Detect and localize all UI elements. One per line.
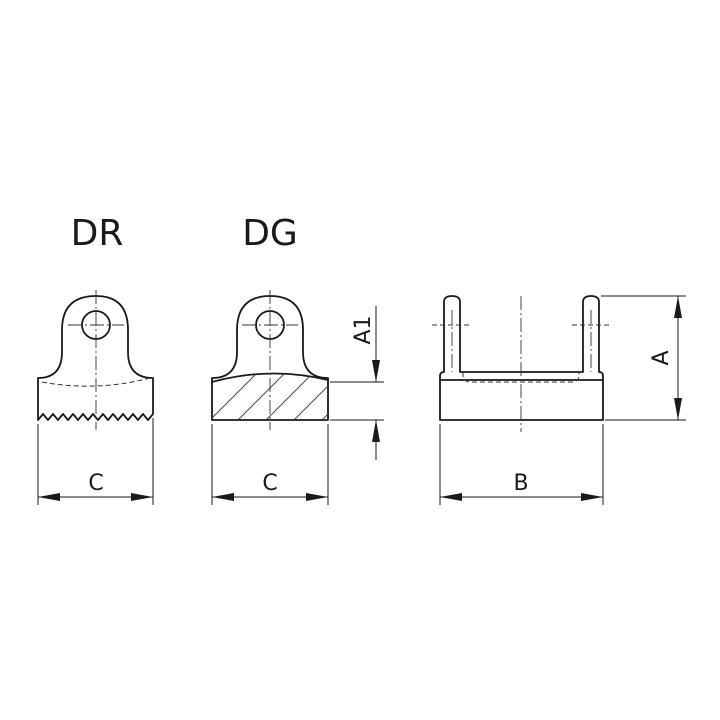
- dimension-b: B: [439, 424, 604, 505]
- u-outline: [439, 295, 604, 421]
- dr-dimension-c: C: [37, 418, 154, 505]
- dim-label-b: B: [513, 471, 528, 496]
- title-dg: DG: [242, 213, 298, 254]
- title-dr: DR: [71, 213, 124, 254]
- dim-label-a1: A1: [351, 315, 376, 344]
- dg-dimension-c: C: [211, 424, 329, 505]
- dimension-a: A: [601, 295, 686, 421]
- u-part-side-view: [432, 295, 612, 432]
- u-hidden-line: [462, 372, 580, 383]
- dr-dim-label-c: C: [88, 471, 103, 496]
- dg-dim-label-c: C: [262, 471, 277, 496]
- dim-label-a: A: [649, 350, 674, 365]
- dg-hatching: [212, 373, 328, 420]
- dimension-a1: A1: [330, 306, 384, 460]
- dr-hidden-line: [41, 377, 151, 387]
- dg-outline: [211, 295, 329, 421]
- dg-part: [211, 290, 329, 430]
- dr-part: [37, 290, 154, 430]
- dr-outline: [37, 295, 154, 421]
